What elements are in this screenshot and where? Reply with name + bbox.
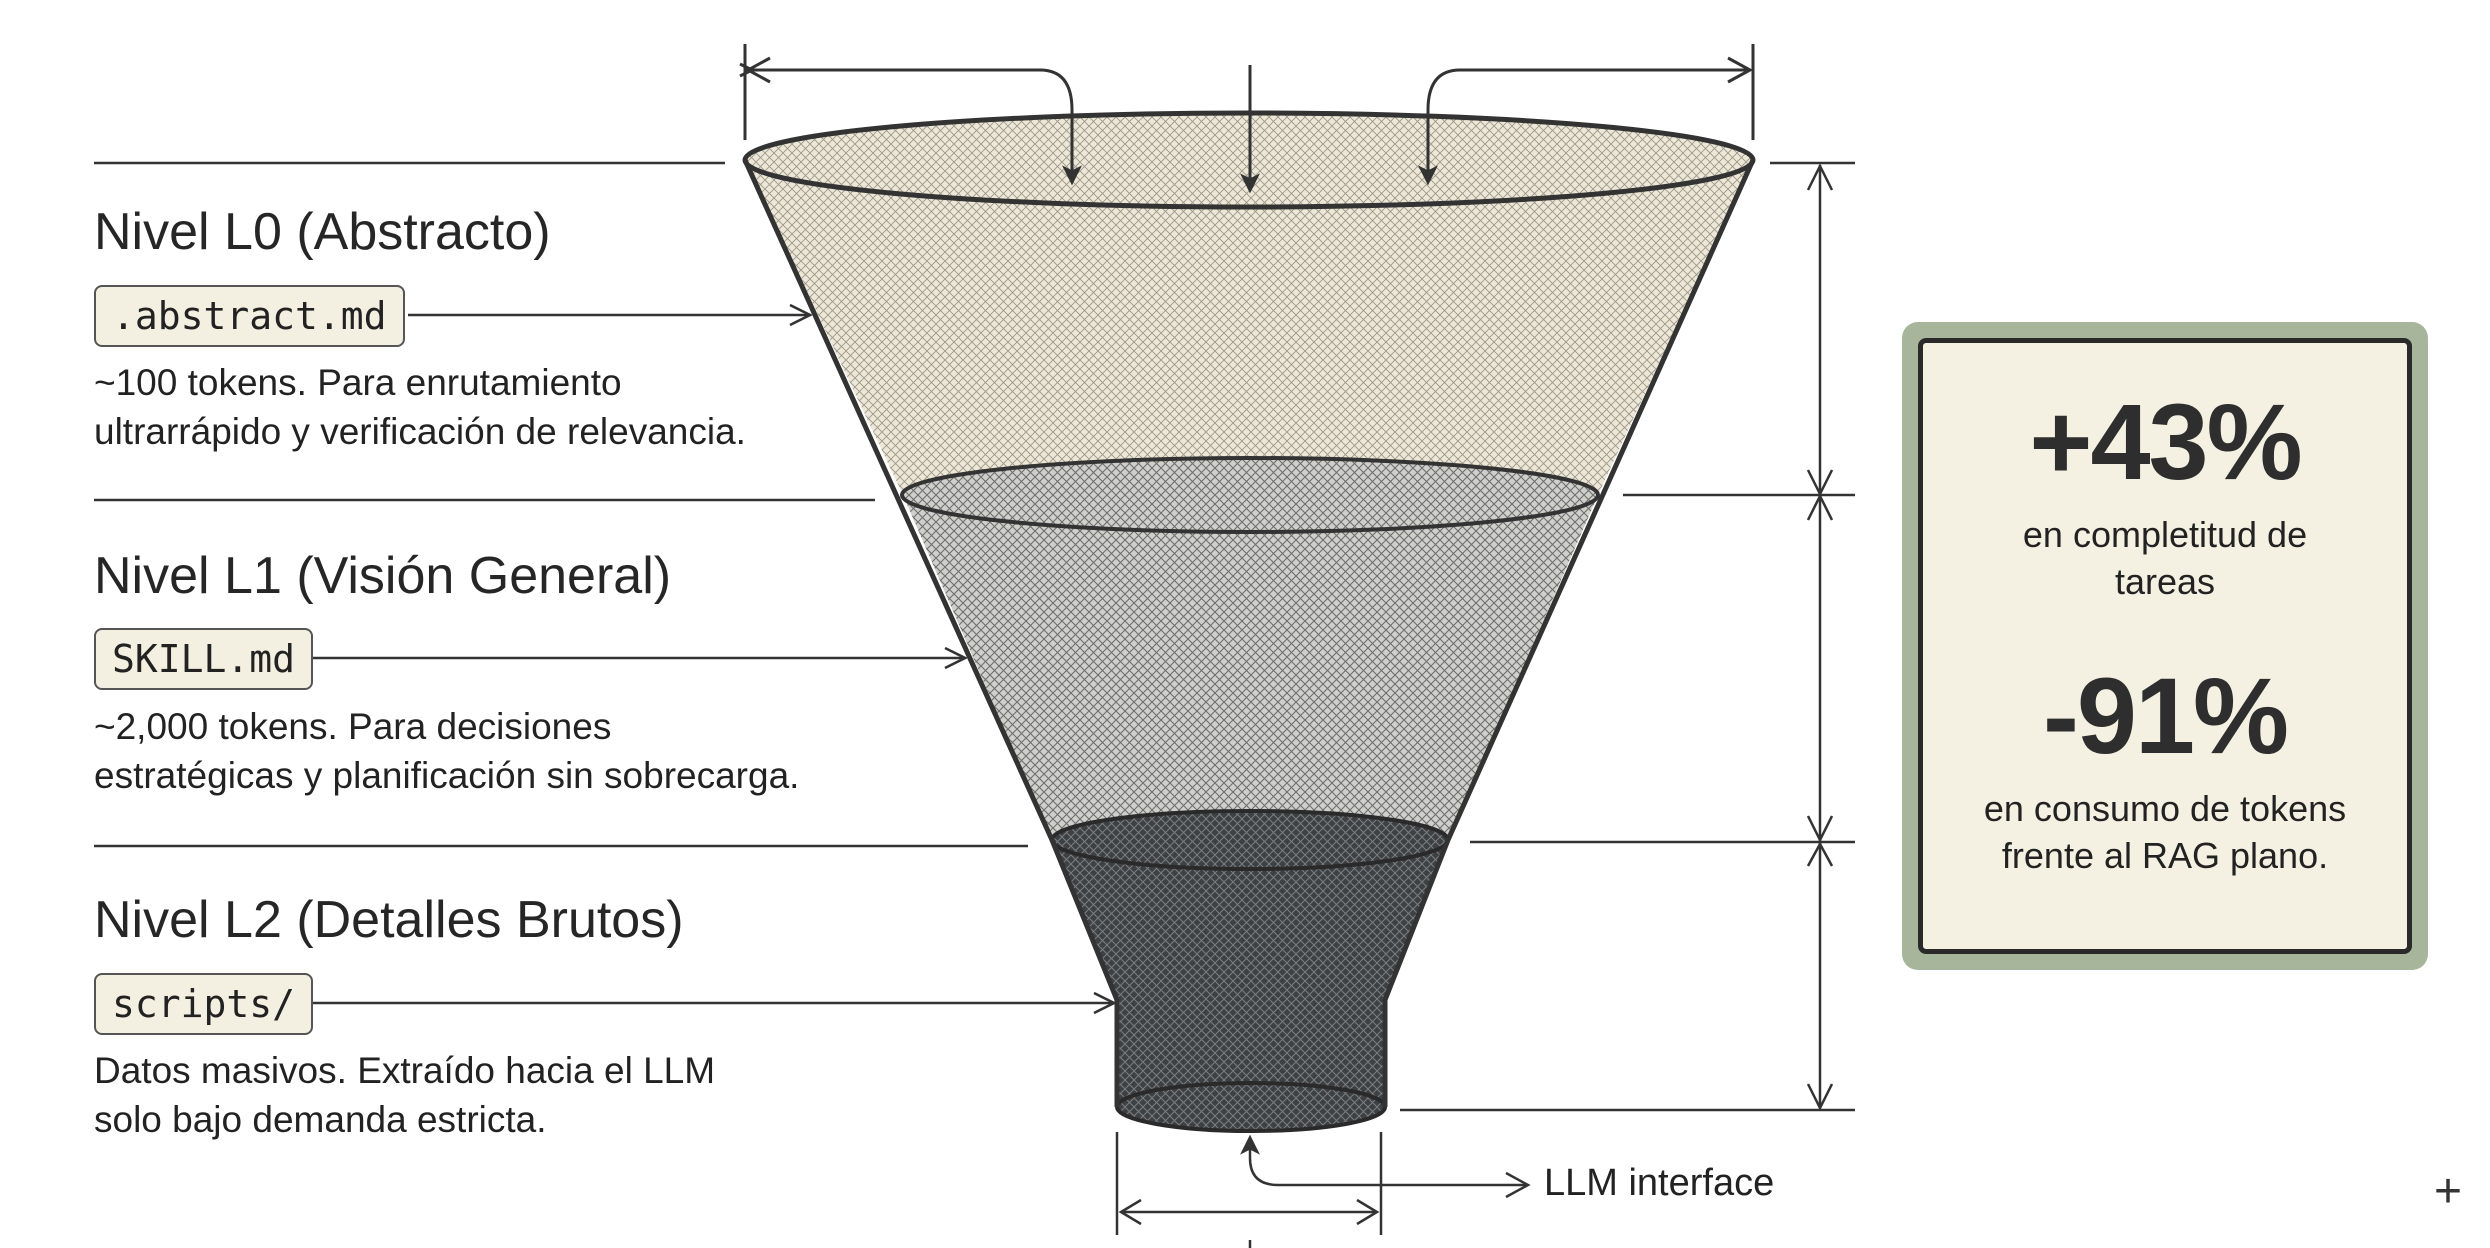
stat-token-consumption-label-line-1: en consumo de tokens (1923, 785, 2407, 832)
level-l0-file-chip: .abstract.md (94, 285, 405, 347)
level-l1-file-chip: SKILL.md (94, 628, 313, 690)
funnel-layer-l1 (902, 458, 1598, 840)
level-l0-title: Nivel L0 (Abstracto) (94, 202, 551, 262)
level-l2-description-line-2: solo bajo demanda estricta. (94, 1095, 994, 1144)
stat-task-completion-label: en completitud de tareas (1923, 511, 2407, 605)
stat-task-completion-value: +43% (1923, 383, 2407, 501)
stat-token-consumption: -91% en consumo de tokens frente al RAG … (1923, 657, 2407, 879)
level-l2-description: Datos masivos. Extraído hacia el LLM sol… (94, 1046, 994, 1144)
stats-card-inner: +43% en completitud de tareas -91% en co… (1918, 338, 2412, 954)
level-l1-description-line-1: ~2,000 tokens. Para decisiones (94, 702, 994, 751)
level-l1-title: Nivel L1 (Visión General) (94, 546, 671, 606)
level-l2-file-chip: scripts/ (94, 973, 313, 1035)
level-l0-description-line-2: ultrarrápido y verificación de relevanci… (94, 407, 994, 456)
funnel-layer-l2 (1052, 811, 1448, 1131)
stat-token-consumption-label: en consumo de tokens frente al RAG plano… (1923, 785, 2407, 879)
level-l1-description-line-2: estratégicas y planificación sin sobreca… (94, 751, 994, 800)
level-l0-description-line-1: ~100 tokens. Para enrutamiento (94, 358, 994, 407)
stat-task-completion-label-line-2: tareas (1923, 558, 2407, 605)
height-dimension (1808, 165, 1832, 1108)
stat-task-completion: +43% en completitud de tareas (1923, 383, 2407, 605)
stat-task-completion-label-line-1: en completitud de (1923, 511, 2407, 558)
stat-token-consumption-label-line-2: frente al RAG plano. (1923, 832, 2407, 879)
stat-token-consumption-value: -91% (1923, 657, 2407, 775)
level-l1-description: ~2,000 tokens. Para decisiones estratégi… (94, 702, 994, 800)
stats-card: +43% en completitud de tareas -91% en co… (1902, 322, 2428, 970)
llm-interface-label: LLM interface (1544, 1162, 1774, 1205)
level-l0-description: ~100 tokens. Para enrutamiento ultrarráp… (94, 358, 994, 456)
level-l2-description-line-1: Datos masivos. Extraído hacia el LLM (94, 1046, 994, 1095)
level-l2-title: Nivel L2 (Detalles Brutos) (94, 890, 684, 950)
plus-icon: + (2434, 1168, 2462, 1216)
bottom-dimension (1117, 1132, 1528, 1248)
